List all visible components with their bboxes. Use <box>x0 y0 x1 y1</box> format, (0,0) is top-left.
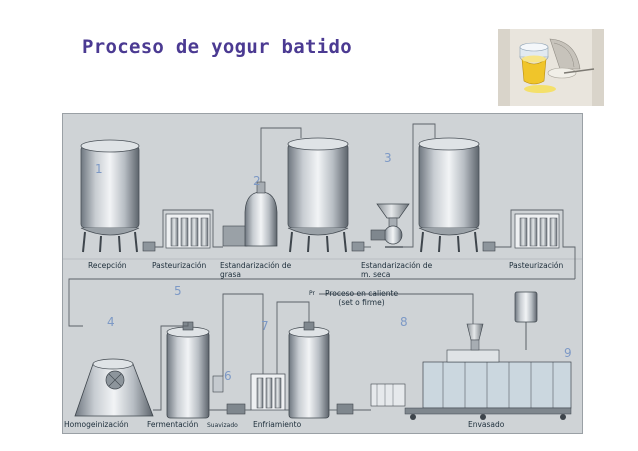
step-number-1: 1 <box>95 162 103 176</box>
step-number-2: 2 <box>253 174 261 188</box>
label-pr: Pr <box>309 290 315 297</box>
step-number-9: 9 <box>564 346 572 360</box>
label-recepcion: Recepción <box>88 261 127 270</box>
label-estandarizacion-grasa: Estandarización de grasa <box>220 261 292 279</box>
yogurt-photo <box>498 29 604 106</box>
label-homogeinizacion: Homogeinización <box>64 420 129 429</box>
powder-mixer <box>370 203 410 248</box>
label-suavizado: Suavizado <box>207 422 238 429</box>
smoothing-unit <box>212 375 246 415</box>
filling-line <box>370 291 572 420</box>
homogenizer <box>74 358 154 417</box>
separator <box>222 181 278 247</box>
step-number-6: 6 <box>224 369 232 383</box>
label-pasteurizacion-2: Pasteurización <box>509 261 564 270</box>
step-number-4: 4 <box>107 315 115 329</box>
label-envasado: Envasado <box>468 420 505 429</box>
step-number-8: 8 <box>400 315 408 329</box>
pasteurizer-1 <box>165 213 211 249</box>
process-drawing <box>63 123 582 420</box>
page-title: Proceso de yogur batido <box>82 36 352 58</box>
label-pasteurizacion-1: Pasteurización <box>152 261 207 270</box>
step-number-3: 3 <box>384 151 392 165</box>
label-estandarizacion-seca: Estandarización de m. seca <box>361 261 433 279</box>
step-number-7: 7 <box>261 319 269 333</box>
fermentation-tank <box>166 321 210 419</box>
pasteurizer-2 <box>514 213 560 249</box>
label-fermentacion: Fermentación <box>147 420 199 429</box>
buffer-tank <box>288 321 354 419</box>
reception-tank <box>80 139 140 253</box>
label-proceso-caliente: Proceso en caliente (set o firme) <box>325 289 399 307</box>
step-number-5: 5 <box>174 284 182 298</box>
tank-2 <box>287 137 349 253</box>
plate-cooler <box>250 373 286 411</box>
tank-3 <box>418 137 480 253</box>
label-enfriamiento: Enfriamiento <box>253 420 302 429</box>
process-diagram: 1 2 3 4 5 6 7 8 9 Recepción Pasteurizaci… <box>62 113 583 434</box>
